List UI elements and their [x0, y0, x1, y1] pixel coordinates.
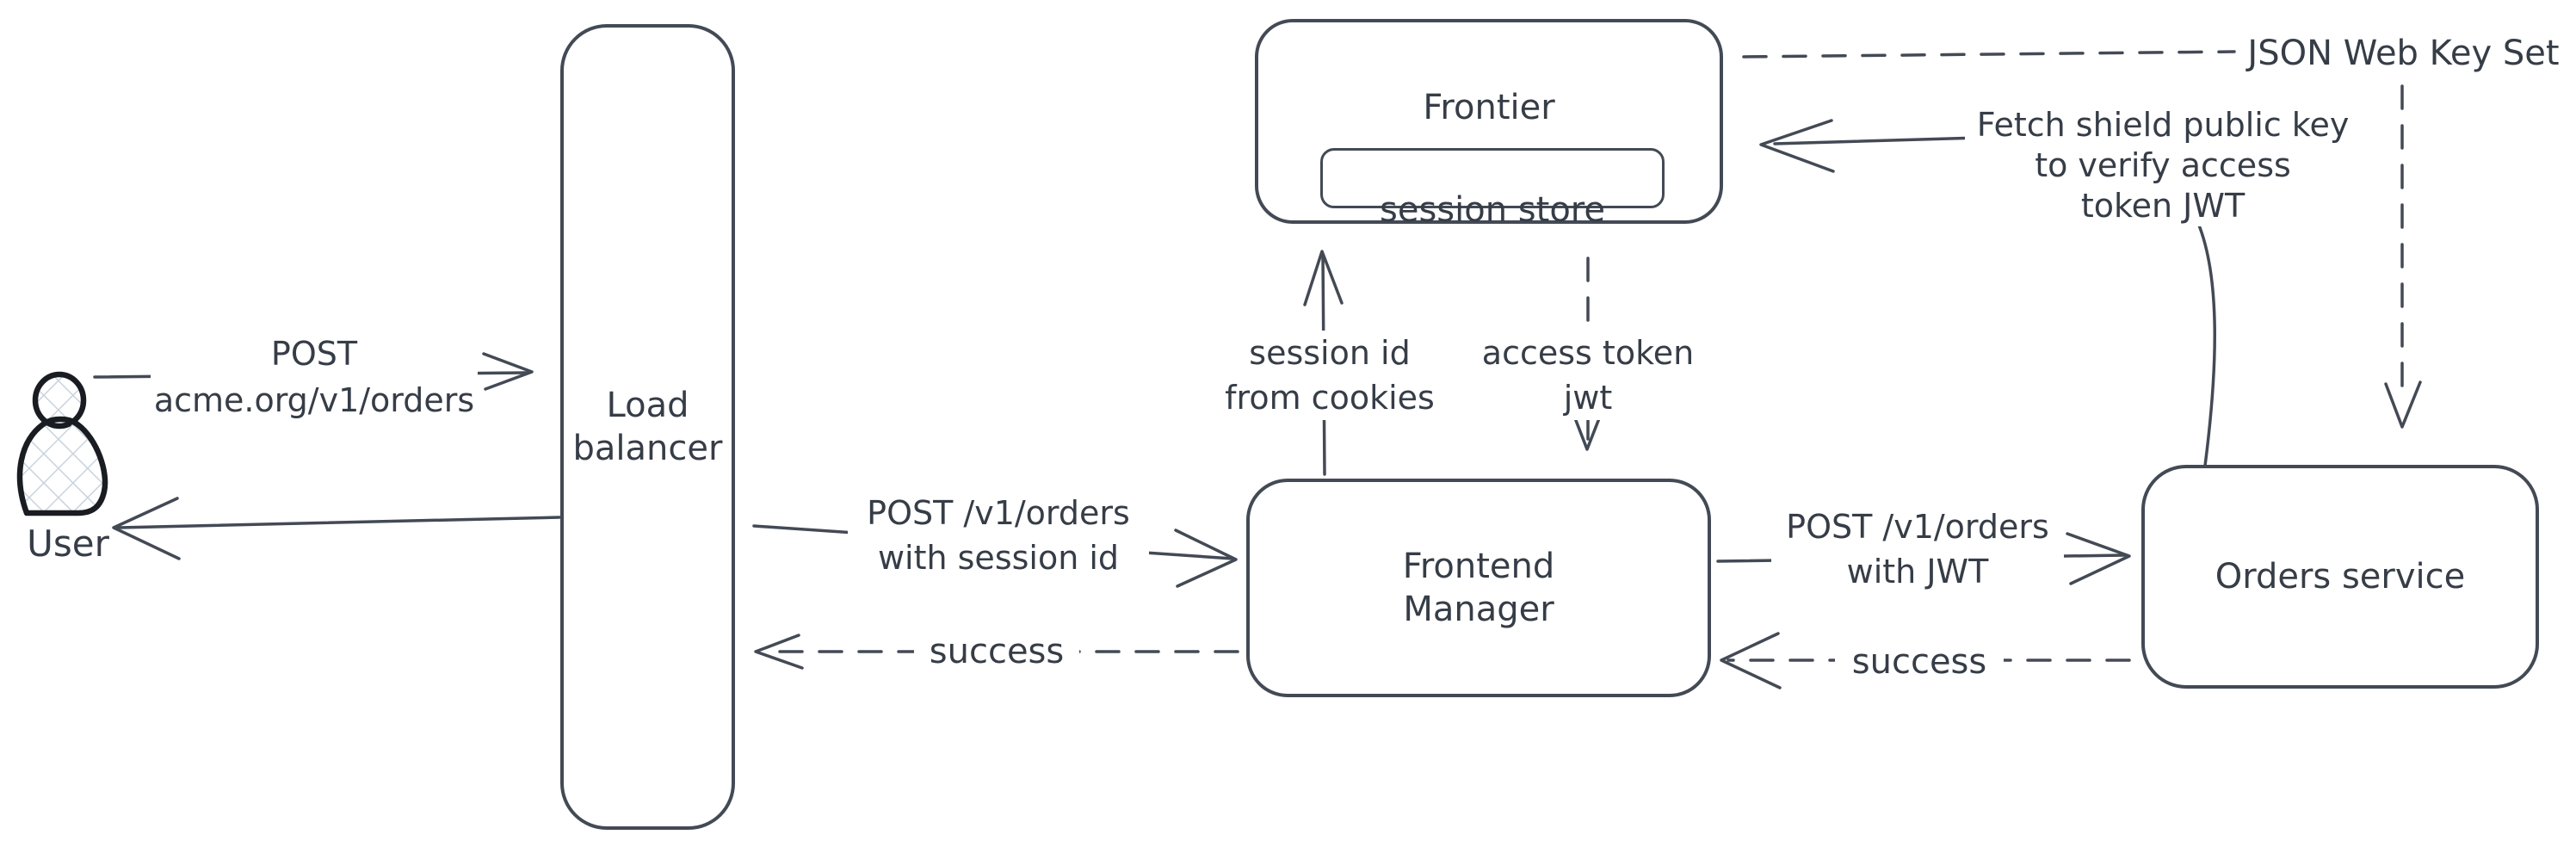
arrow-load-balancer-to-user: [112, 497, 561, 560]
frontend-manager-label-line2: Manager: [1403, 590, 1554, 629]
session-store-label: session store: [1380, 190, 1605, 230]
edge-label-success-right: success: [1835, 642, 2004, 682]
node-load-balancer: Load balancer: [560, 24, 735, 830]
node-session-store: session store: [1320, 148, 1665, 230]
edge-label-fetch-shield-public-key: Fetch shield public key to verify access…: [1965, 105, 2361, 226]
edge-label-post-orders-with-jwt: POST /v1/orders with JWT: [1771, 504, 2064, 594]
edge-label-post-orders-with-jwt-line2: with JWT: [1846, 553, 1989, 590]
edge-label-post-acme-orders-line1: POST: [270, 335, 358, 373]
load-balancer-label-line1: Load: [606, 386, 689, 425]
edge-label-post-acme-orders-line2: acme.org/v1/orders: [153, 381, 475, 419]
frontend-manager-label-line1: Frontend: [1402, 547, 1555, 586]
load-balancer-label-line2: balancer: [572, 429, 723, 468]
edge-label-post-acme-orders: POST acme.org/v1/orders: [151, 331, 478, 424]
arrow-jwks-to-orders-service: [2384, 84, 2422, 429]
user-label: User: [27, 522, 109, 565]
node-frontend-manager: Frontend Manager: [1246, 479, 1711, 697]
user-icon: [16, 371, 108, 516]
edge-label-access-token-jwt: access token jwt: [1463, 331, 1713, 420]
line-frontier-to-jwks: [1742, 50, 2236, 59]
node-frontier: Frontier session store: [1255, 19, 1723, 230]
node-orders-service: Orders service: [2141, 465, 2539, 689]
edge-label-post-orders-session-id: POST /v1/orders with session id: [848, 491, 1149, 580]
edge-label-post-orders-session-id-line2: with session id: [877, 539, 1120, 577]
arrow-frontend-manager-to-load-balancer-success: [754, 634, 1239, 670]
edge-label-session-id-from-cookies-line2: from cookies: [1225, 379, 1435, 417]
edge-label-access-token-jwt-line1: access token: [1481, 334, 1695, 372]
edge-label-post-orders-session-id-line1: POST /v1/orders: [867, 494, 1130, 532]
edge-label-success-left: success: [914, 632, 1079, 671]
frontier-label: Frontier: [1423, 88, 1555, 127]
edge-label-fetch-shield-public-key-line1: Fetch shield public key: [1976, 106, 2350, 144]
orders-service-label: Orders service: [2215, 557, 2466, 597]
edge-label-session-id-from-cookies-line1: session id: [1249, 334, 1411, 372]
edge-label-session-id-from-cookies: session id from cookies: [1209, 331, 1450, 420]
edge-label-access-token-jwt-line2: jwt: [1563, 379, 1613, 417]
edge-label-fetch-shield-public-key-line2: to verify access: [2035, 146, 2291, 184]
edge-label-fetch-shield-public-key-line3: token JWT: [2080, 187, 2246, 225]
edge-label-post-orders-with-jwt-line1: POST /v1/orders: [1786, 508, 2049, 546]
jwks-label: JSON Web Key Set: [2247, 34, 2560, 73]
